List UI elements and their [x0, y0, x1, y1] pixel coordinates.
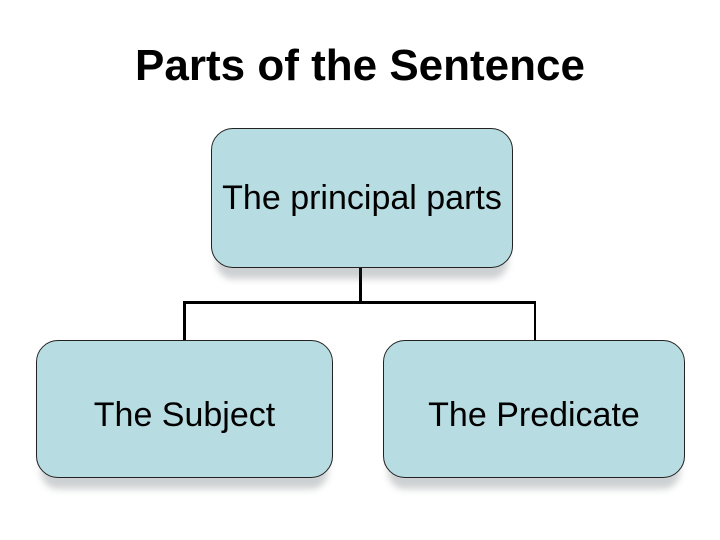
node-principal-parts-label: The principal parts: [222, 178, 502, 217]
connector-horizontal-rail: [183, 301, 536, 304]
connector-left-drop: [183, 301, 186, 340]
slide-title: Parts of the Sentence: [135, 41, 585, 90]
node-subject: The Subject: [36, 340, 333, 478]
connector-right-drop: [533, 301, 536, 340]
node-principal-parts: The principal parts: [211, 128, 513, 268]
node-predicate-label: The Predicate: [428, 396, 640, 434]
node-predicate: The Predicate: [383, 340, 685, 478]
connector-stem: [358, 267, 362, 304]
node-subject-label: The Subject: [93, 396, 276, 434]
